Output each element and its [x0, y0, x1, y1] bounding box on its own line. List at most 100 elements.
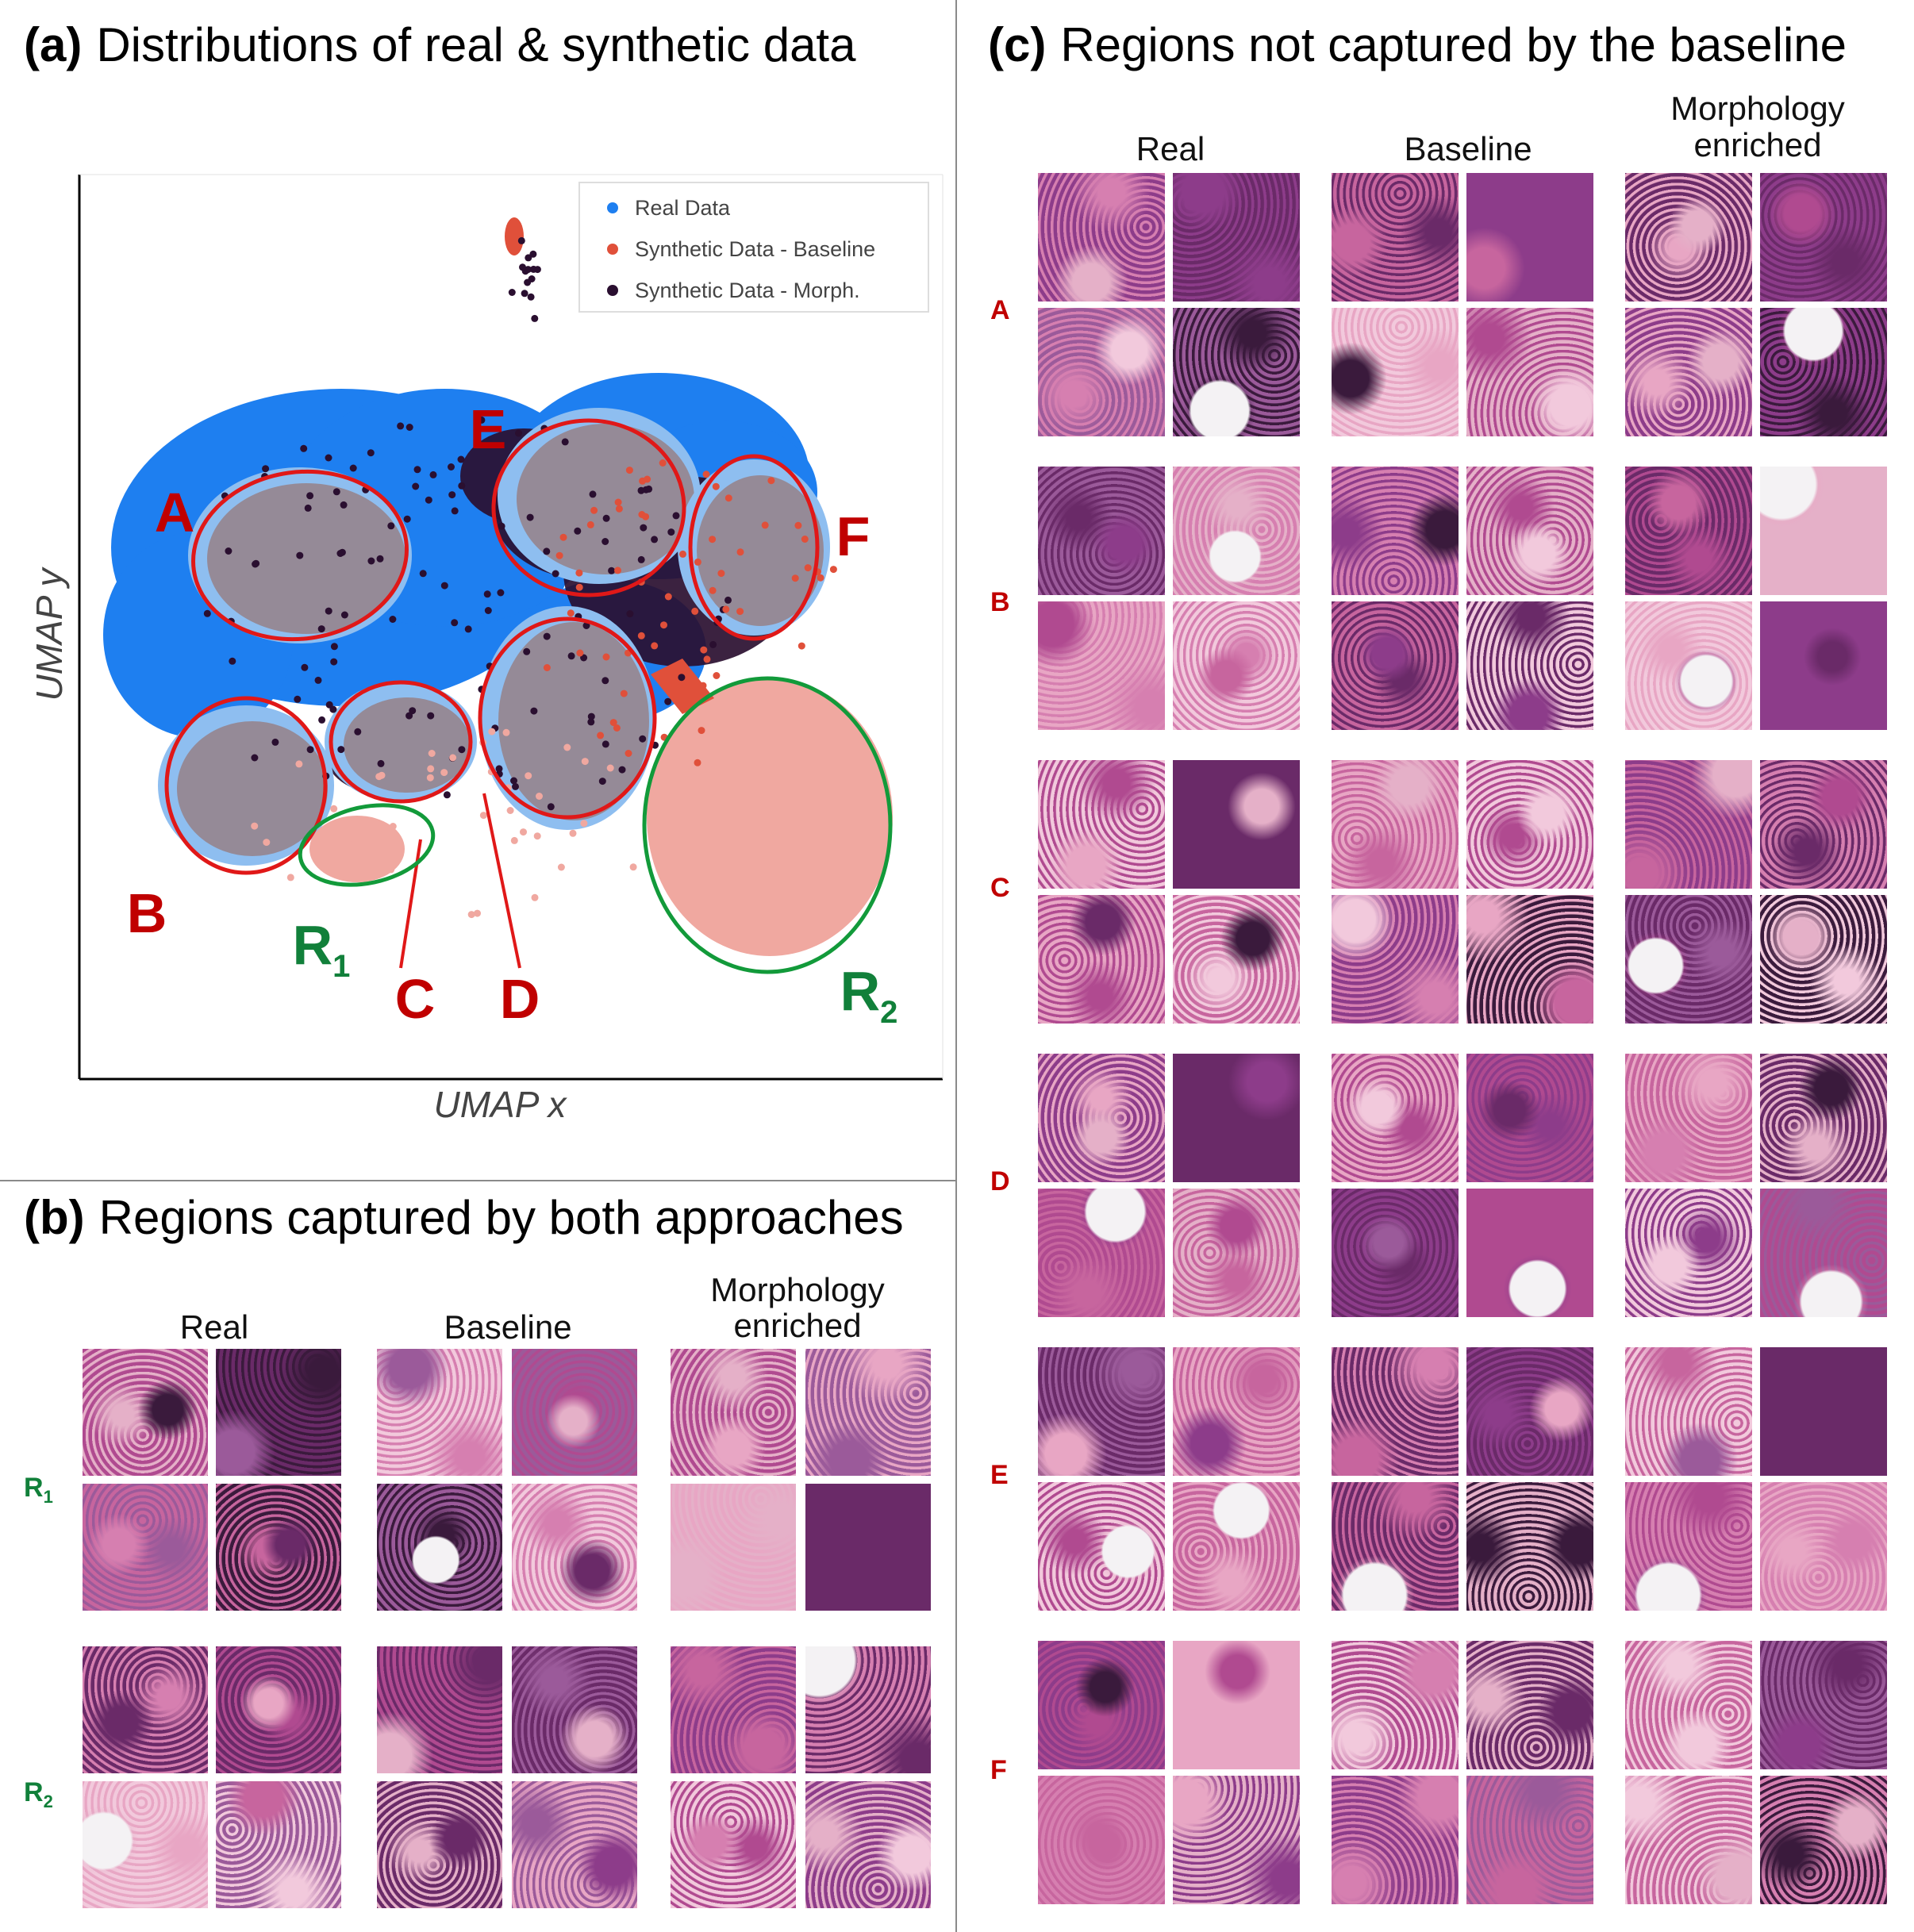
scatter-point [590, 506, 598, 514]
scatter-point [613, 724, 621, 732]
morph-cluster [344, 697, 471, 793]
scatter-point [608, 567, 616, 574]
scatter-point [639, 735, 647, 743]
b-header-baseline: Baseline [444, 1308, 572, 1346]
scatter-point [767, 477, 775, 485]
histology-tile [1173, 895, 1300, 1024]
scatter-point [318, 716, 326, 724]
histology-tile [1760, 1482, 1887, 1611]
histology-tile [1466, 760, 1593, 889]
region-ellipse-a [191, 469, 409, 642]
scatter-point [694, 759, 701, 766]
scatter-point [457, 455, 465, 463]
histology-tile [1625, 895, 1752, 1024]
scatter-point [251, 754, 259, 762]
scatter-point [574, 527, 582, 535]
scatter-point [448, 491, 456, 499]
scatter-point [330, 658, 338, 666]
scatter-point [601, 677, 609, 685]
panel-b-text: Regions captured by both approaches [98, 1191, 904, 1244]
scatter-point [709, 536, 717, 543]
histology-tile [1038, 1641, 1165, 1769]
histology-tile [1466, 1054, 1593, 1182]
region-ellipse-r2 [642, 676, 893, 974]
scatter-point [329, 705, 337, 713]
baseline-cluster-r1 [309, 816, 405, 882]
histology-tile [805, 1781, 931, 1908]
scatter-point [543, 632, 551, 640]
scatter-point [575, 569, 583, 577]
scatter-point [448, 463, 455, 471]
histology-tile [1760, 1189, 1887, 1317]
histology-tile [1625, 1189, 1752, 1317]
histology-tile [1760, 601, 1887, 730]
region-ellipse-d [478, 616, 657, 820]
scatter-point [651, 536, 659, 543]
scatter-point [479, 812, 487, 820]
scatter-point [340, 501, 348, 509]
scatter-point [510, 836, 518, 844]
histology-tile [1466, 173, 1593, 302]
row-label-c-f: F [990, 1755, 1007, 1785]
scatter-point [478, 416, 486, 424]
scatter-point [555, 551, 563, 559]
scatter-point [536, 793, 543, 800]
panel-b-letter: (b) [24, 1191, 85, 1244]
scatter-point [332, 488, 340, 496]
histology-tile [1332, 1482, 1459, 1611]
scatter-point [598, 778, 606, 785]
c-header-morph-line1: Morphology [1670, 90, 1845, 127]
scatter-point [713, 672, 721, 679]
scatter-point [651, 642, 659, 650]
histology-tile [1173, 1482, 1300, 1611]
scatter-point [512, 782, 519, 790]
scatter-point [575, 583, 583, 591]
scatter-point [698, 727, 705, 735]
histology-tile [83, 1646, 208, 1773]
scatter-point [664, 593, 672, 601]
scatter-point [602, 653, 610, 661]
histology-tile [216, 1646, 341, 1773]
scatter-point [304, 504, 312, 512]
histology-tile [1173, 173, 1300, 302]
histology-tile [83, 1484, 208, 1611]
scatter-point [458, 746, 466, 754]
scatter-point [664, 697, 672, 705]
scatter-point [567, 609, 575, 617]
scatter-point [597, 732, 605, 739]
scatter-point [531, 314, 539, 322]
scatter-point [464, 625, 472, 633]
histology-tile [1038, 1054, 1165, 1182]
histology-tile [1625, 1482, 1752, 1611]
row-label-c-d: D [990, 1166, 1010, 1196]
scatter-point [403, 515, 411, 523]
scatter-point [427, 765, 435, 773]
histology-tile [1038, 467, 1165, 595]
histology-tile [1332, 1776, 1459, 1904]
scatter-point [440, 582, 448, 590]
scatter-point [709, 640, 717, 648]
scatter-point [640, 524, 648, 532]
histology-tile [1038, 308, 1165, 436]
scatter-point [531, 893, 539, 901]
histology-tile [1038, 760, 1165, 889]
scatter-point [658, 854, 666, 862]
scatter-point [678, 682, 686, 689]
histology-tile [1760, 895, 1887, 1024]
scatter-point [376, 555, 384, 563]
scatter-point [314, 676, 322, 684]
scatter-point [301, 663, 309, 671]
scatter-point [488, 728, 496, 736]
histology-tile [1760, 1347, 1887, 1476]
region-label-a: A [155, 482, 195, 543]
region-label-c: C [395, 968, 436, 1030]
histology-tile [1173, 1189, 1300, 1317]
scatter-point [377, 759, 385, 767]
histology-tile [805, 1484, 931, 1611]
scatter-point [330, 805, 338, 812]
scatter-point [523, 647, 531, 655]
row-label-c-e: E [990, 1460, 1009, 1490]
histology-tile [1332, 1189, 1459, 1317]
